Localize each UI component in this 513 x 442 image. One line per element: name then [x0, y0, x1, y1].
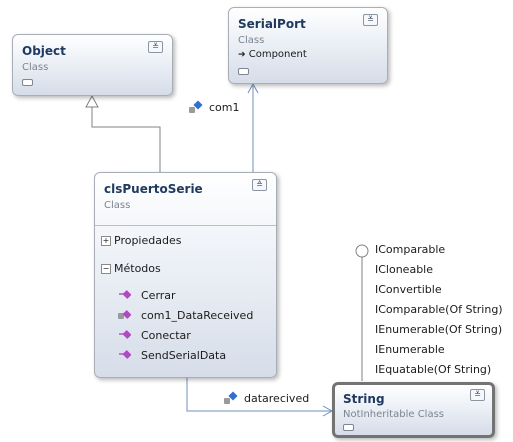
inheritance-connector: [91, 107, 161, 172]
members-compartment: [95, 225, 276, 227]
method-icon: [119, 349, 133, 360]
method-item[interactable]: Cerrar: [119, 289, 176, 302]
class-name: clsPuertoSerie: [104, 182, 203, 196]
section-label: Métodos: [114, 262, 161, 275]
class-kind: NotInheritable Class: [343, 409, 445, 420]
interface-item[interactable]: IEquatable(Of String): [375, 363, 492, 376]
inherits-arrow-icon: ➔: [238, 50, 246, 60]
method-icon: [119, 289, 133, 300]
object-class[interactable]: Object Class ≚: [12, 34, 173, 96]
class-kind: Class: [22, 62, 49, 73]
expand-section-icon[interactable]: +: [101, 236, 111, 246]
association-name: datarecived: [244, 392, 310, 405]
string-class[interactable]: String NotInheritable Class ≚: [332, 382, 495, 438]
datarecived-connector: [186, 378, 331, 412]
methods-section[interactable]: −Métodos: [101, 262, 161, 275]
base-class: ➔ Component: [238, 49, 307, 60]
com1-association-label[interactable]: com1: [189, 100, 240, 114]
interface-lollipop-icon: [343, 424, 355, 431]
collapse-toggle-icon[interactable]: ≚: [148, 41, 163, 53]
properties-section[interactable]: +Propiedades: [101, 234, 181, 247]
interface-item[interactable]: IComparable(Of String): [375, 303, 503, 316]
collapse-toggle-icon[interactable]: ≚: [470, 389, 485, 401]
com1-arrowhead: [247, 82, 259, 94]
interface-item[interactable]: IEnumerable(Of String): [375, 323, 503, 336]
clspuertoserie-class[interactable]: clsPuertoSerie Class ≙ +Propiedades −Mét…: [94, 172, 277, 378]
method-icon: [119, 329, 133, 340]
serialport-class[interactable]: SerialPort Class ➔ Component ≚: [228, 7, 388, 84]
class-name: String: [343, 392, 385, 406]
collapse-toggle-icon[interactable]: ≚: [363, 14, 378, 26]
field-icon: [189, 100, 203, 113]
interface-item[interactable]: IEnumerable: [375, 343, 445, 356]
method-name: Conectar: [141, 329, 191, 342]
method-item[interactable]: Conectar: [119, 329, 191, 342]
interface-lollipop-icon: [238, 68, 250, 75]
method-name: Cerrar: [141, 289, 176, 302]
class-kind: Class: [238, 35, 265, 46]
collapse-section-icon[interactable]: −: [101, 264, 111, 274]
class-name: SerialPort: [238, 17, 306, 31]
base-class-name: Component: [248, 49, 307, 60]
interface-item[interactable]: IConvertible: [375, 283, 442, 296]
class-kind: Class: [104, 200, 131, 211]
method-item[interactable]: SendSerialData: [119, 349, 226, 362]
method-item[interactable]: com1_DataReceived: [118, 309, 254, 322]
inheritance-arrowhead: [85, 94, 99, 108]
method-name: SendSerialData: [141, 349, 227, 362]
private-method-icon: [118, 309, 133, 320]
datarecived-association-label[interactable]: datarecived: [224, 391, 310, 405]
interface-item[interactable]: ICloneable: [375, 263, 433, 276]
association-name: com1: [209, 101, 240, 114]
lollipop-circle: [355, 244, 369, 258]
field-icon: [224, 391, 238, 404]
class-name: Object: [22, 44, 66, 58]
section-label: Propiedades: [114, 234, 182, 247]
interface-lollipop-icon: [22, 79, 34, 86]
expand-toggle-icon[interactable]: ≙: [252, 179, 267, 191]
interface-item[interactable]: IComparable: [375, 243, 446, 256]
method-name: com1_DataReceived: [141, 309, 254, 322]
